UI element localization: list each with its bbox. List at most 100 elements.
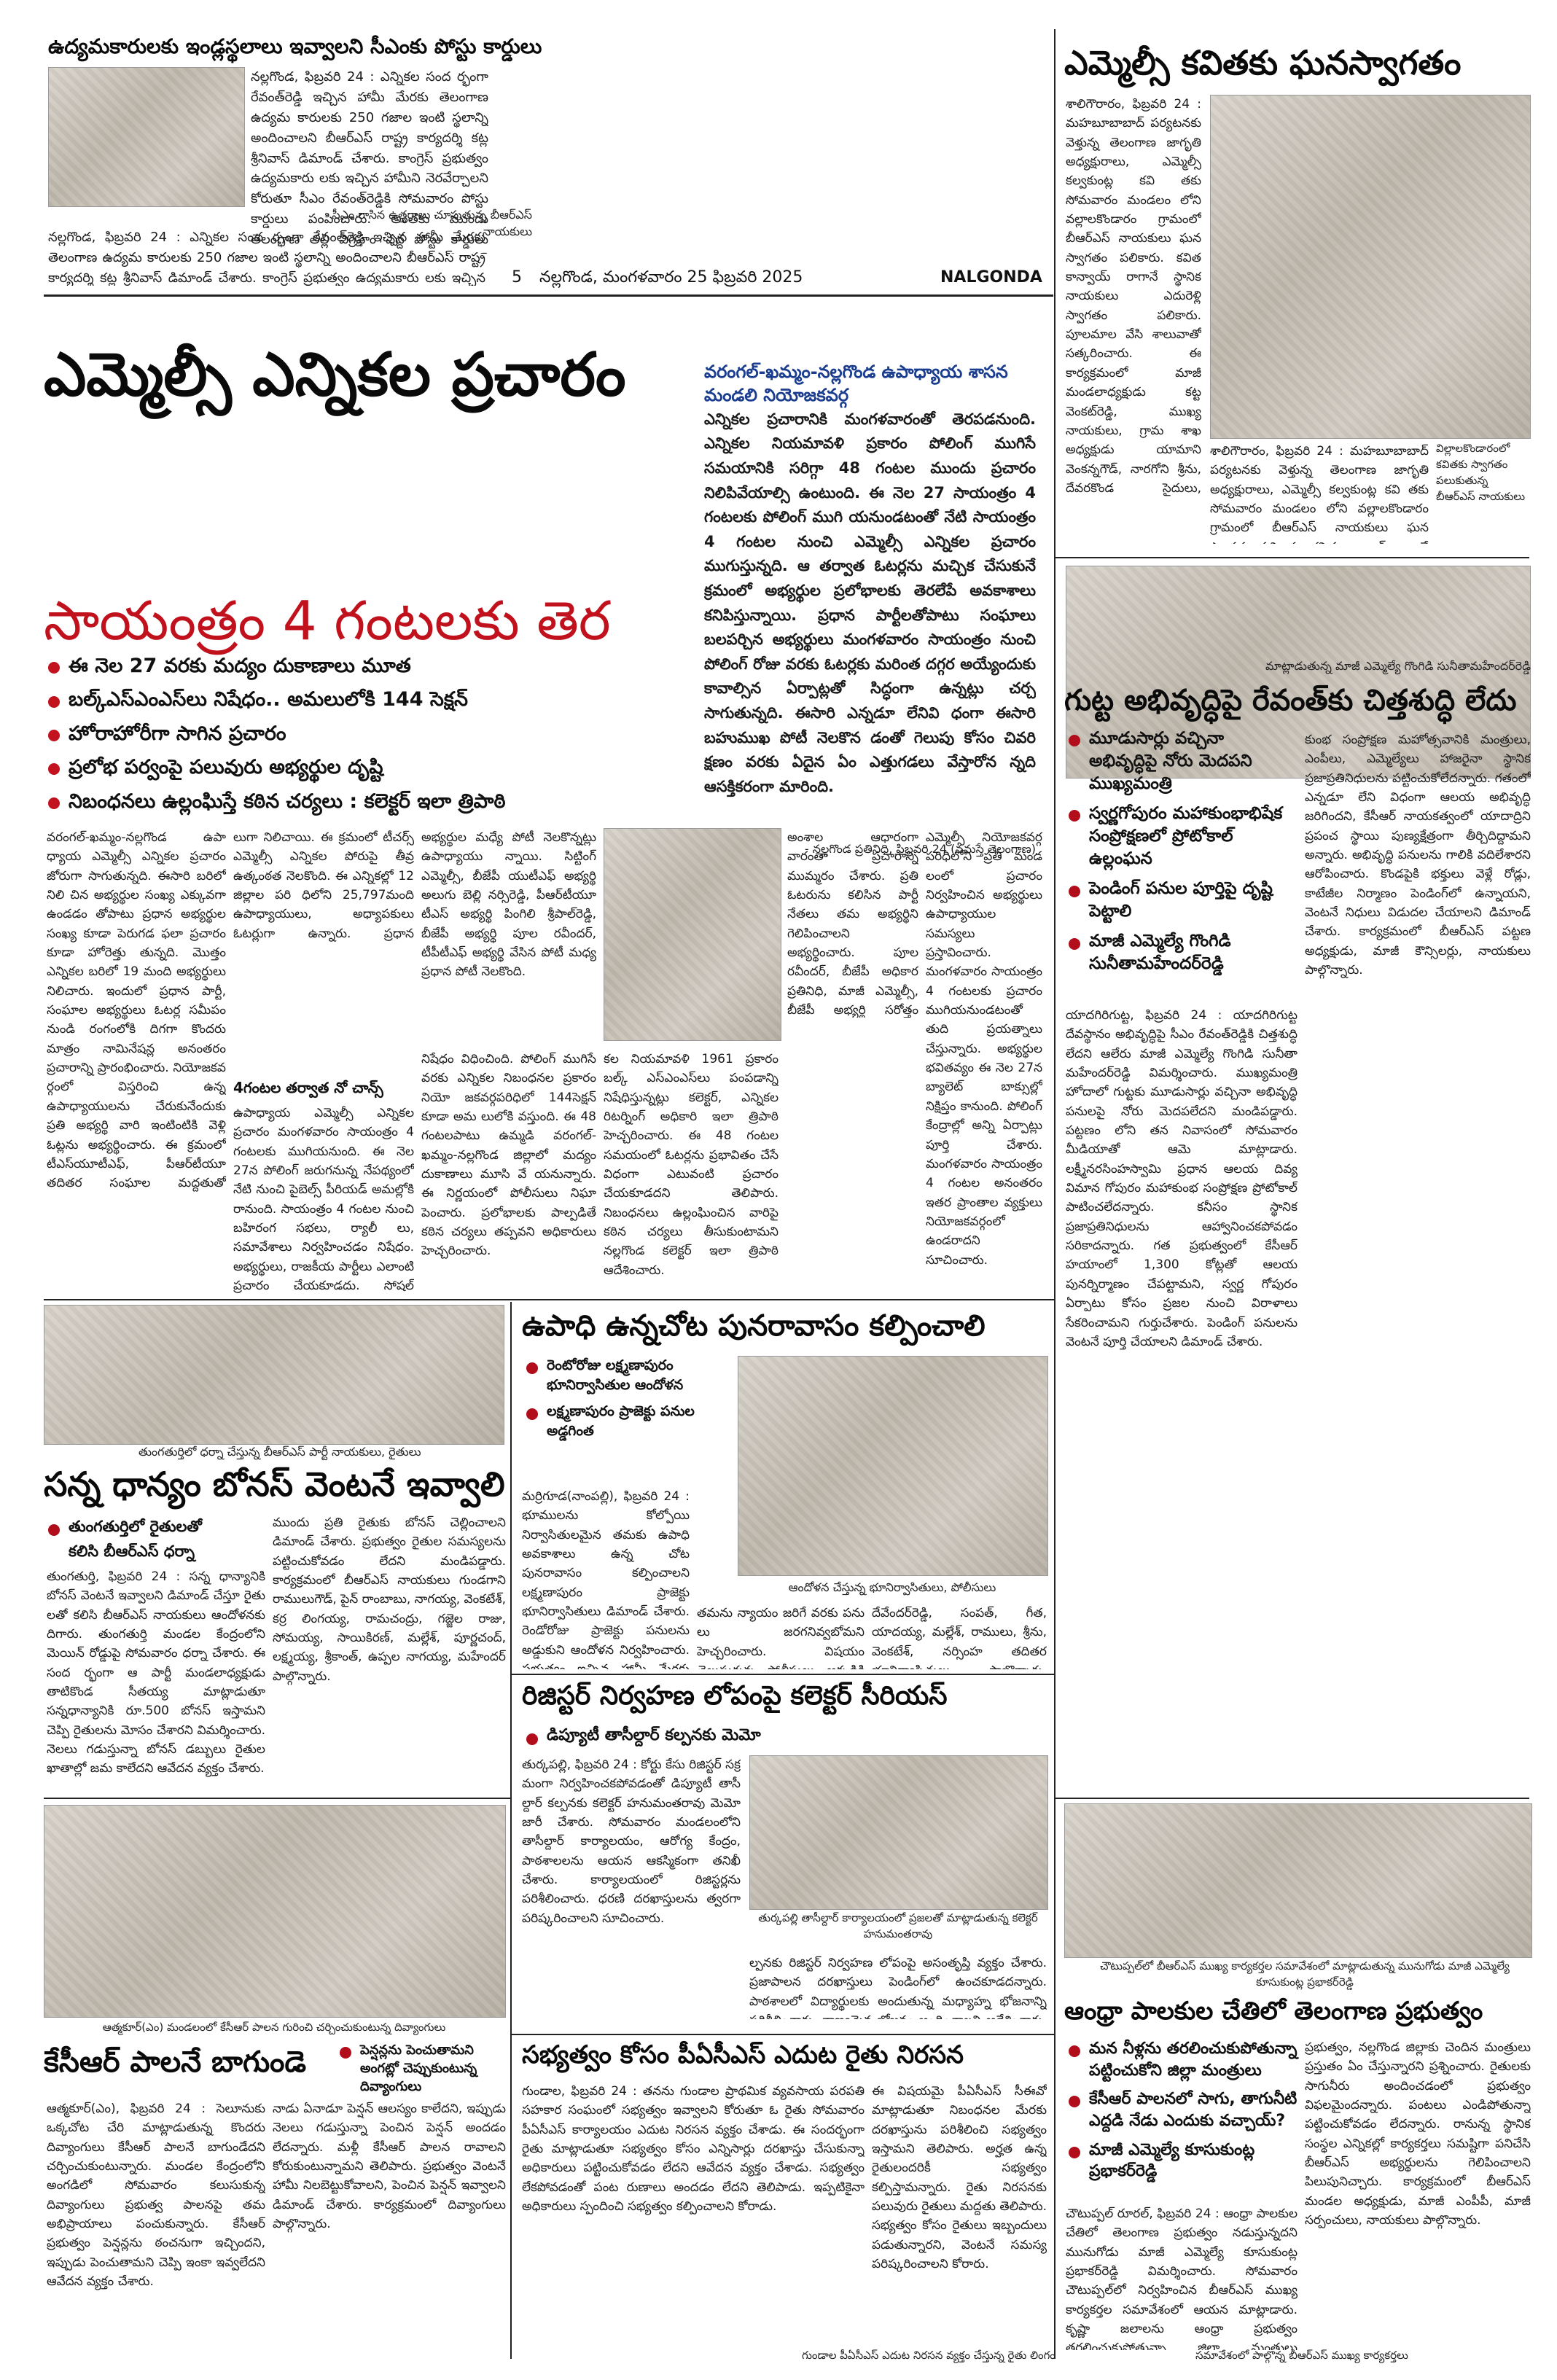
main-subhead: 4గంటల తర్వాత నో చాన్స్‌ [233, 1079, 383, 1096]
main-kicker: ఎమ్మెల్సీ ఎన్నికల ప్రచారం [44, 340, 626, 410]
folio-page-number: 5 [512, 268, 522, 286]
a7-caption: తుర్కపల్లి తాసీల్దార్‌ కార్యాలయంలో ప్రజల… [758, 1911, 1038, 1940]
folio-dateline: నల్లగొండ, మంగళవారం 25 ఫిబ్రవరి 2025 [539, 268, 803, 286]
a8-bullet-2: మాజీ ఎమ్మెల్యే కూసుకుంట్ల ప్రభాకర్‌రెడ్డ… [1064, 2139, 1298, 2182]
a8-col2: ప్రభుత్వం, నల్లగొండ జిల్లాకు చెందిన మంత్… [1305, 2040, 1531, 2228]
a4-bullet-3: మాజీ ఎమ్మెల్యే గొంగిడి సునీతామహేందర్‌రెడ… [1064, 930, 1298, 975]
main-headline: సాయంత్రం 4 గంటలకు తెర [44, 590, 611, 652]
a8-col1: చౌటుప్పల్‌ రూరల్‌, ఫిబ్రవరి 24 : ఆంధ్రా … [1066, 2207, 1298, 2350]
a10-col2: ఈ విషయమై పీఏసీఎస్‌ సీఈవో మాట్లాడుతూ నిబం… [872, 2084, 1047, 2272]
a7-photo [749, 1755, 1048, 1910]
main-bullet-3: ప్రలోభ పర్వంపై పలువురు అభ్యర్థుల దృష్టి [44, 754, 714, 781]
a7-col1: తుర్కపల్లి, ఫిబ్రవరి 24 : కోర్టు కేసు రి… [522, 1757, 741, 1926]
a6-caption: తుంగతుర్తిలో ధర్నా చేస్తున్న బీఆర్‌ఎస్‌ … [138, 1445, 421, 1459]
a10-col1: గుండాల, ఫిబ్రవరి 24 : తనను గుండాల ప్రాథమ… [522, 2084, 865, 2215]
a4-caption: మాట్లాడుతున్న మాజీ ఎమ్మెల్యే గొంగిడి సున… [1265, 659, 1531, 673]
a6-bullet-2: కలిసి బీఆర్‌ఎస్‌ ధర్నా [69, 1542, 195, 1560]
a1-body-bottom: నల్లగొండ, ఫిబ్రవరి 24 : ఎన్నికల సంద ర్భం… [48, 230, 485, 286]
a9-col1: ఆత్మకూర్‌(ఎం), ఫిబ్రవరి 24 : సెలూనుకు ఒక… [47, 2102, 265, 2290]
divider-mid [44, 1299, 1054, 1300]
main-bullet-2: హోరాహోరీగా సాగిన ప్రచారం [44, 721, 714, 747]
a6-photo [44, 1305, 504, 1445]
a6-headline: సన్న ధాన్యం బోనస్‌ వెంటనే ఇవ్వాలి [44, 1464, 505, 1504]
main-photo [604, 828, 781, 1041]
a3-caption: విల్లాలకొండారంలో కవితకు స్వాగతం పలుకుతున… [1436, 442, 1526, 503]
divider-right-bottom [1055, 1798, 1529, 1799]
a10-caption-1: గుండాల పీఏసీఎస్‌ ఎదుట నిరసన వ్యక్తం చేస్… [802, 2349, 1055, 2362]
a8-photo [1064, 1803, 1532, 1958]
main-bullet-1: బల్క్‌ఎస్‌ఎంఎస్‌లు నిషేధం.. అమలులోకి 144… [44, 687, 714, 713]
a10-caption-2: సమావేశంలో పాల్గొన్న బీఆర్‌ఎస్‌ ముఖ్య కార… [1195, 2349, 1408, 2362]
folio-section: NALGONDA [940, 268, 1042, 286]
a8-headline: ఆంధ్రా పాలకుల చేతిలో తెలంగాణ ప్రభుత్వం [1064, 1997, 1483, 2026]
a5-bullet-0: రెంటోరోజు లక్ష్మణాపురం భూనిర్వాసితుల ఆంద… [522, 1356, 733, 1394]
a7-col2: ల్పనకు రిజిస్టర్‌ నిర్వహణ లోపంపై అసంతృప్… [749, 1956, 1047, 2019]
a4-bullet-1: స్వర్ణగోపురం మహాకుంభాభిషేక సంప్రోక్షణలో … [1064, 803, 1298, 870]
main-col3: అభ్యర్థుల మధ్యే పోటీ నెలకొన్నట్లు ఉపాధ్య… [421, 830, 596, 980]
main-byline: - నల్లగొండ ప్రతినిధి, ఫిబ్రవరి 24 (నమస్త… [804, 841, 1036, 856]
a5-headline: ఉపాధి ఉన్నచోట పునరావాసం కల్పించాలి [522, 1309, 986, 1343]
a9-col2: నాడు ఏనాడూ పెన్షన్‌ ఆలస్యం కాలేదని, ఇప్ప… [273, 2102, 506, 2232]
a4-col1: యాదగిరిగుట్ట, ఫిబ్రవరి 24 : యాదగిరిగుట్ట… [1066, 1008, 1298, 1349]
a8-caption: చౌటుప్పల్‌లో బీఆర్‌ఎస్‌ ముఖ్య కార్యకర్తల… [1100, 1959, 1510, 1989]
main-bullet-4: నిబంధనలు ఉల్లంఘిస్తే కఠిన చర్యలు : కలెక్… [44, 789, 714, 815]
main-intro-block: వరంగల్‌-ఖమ్మం-నల్లగొండ ఉపాధ్యాయ శాసన మండ… [704, 360, 1036, 859]
a8-bullet-1: కేసీఆర్‌ పాలనలో సాగు, తాగునీటి ఎద్దడి నే… [1064, 2088, 1298, 2131]
a5-col3: దేవేందర్‌రెడ్డి, సంపత్‌, గీత, యాదయ్య, మల… [872, 1606, 1047, 1669]
main-col6: కల నియమావళి 1961 ప్రకారం బల్క్‌ ఎస్‌ఎంఎస… [604, 1052, 778, 1278]
divider-right-top [1055, 557, 1529, 558]
a6-col2: ముందు ప్రతి రైతుకు బోనస్‌ చెల్లించాలని డ… [273, 1515, 506, 1684]
a1-caption: సీఎం రాసిన ఉత్తరాలు చూపుతున్న బీఆర్‌ఎస్‌… [332, 208, 532, 238]
a4-bullet-0: మూడుసార్లు వచ్చినా అభివృద్ధిపై నోరు మెదప… [1064, 727, 1298, 795]
a7-headline: రిజిస్టర్‌ నిర్వహణ లోపంపై కలెక్టర్‌ సీరి… [522, 1681, 948, 1711]
a3-headline: ఎమ్మెల్సీ కవితకు ఘనస్వాగతం [1064, 43, 1462, 82]
folio-rule [44, 294, 1053, 297]
main-col4: ఉపాధ్యాయ ఎమ్మెల్సీ ఎన్నికల ప్రచారం మంగళవ… [233, 1106, 414, 1293]
a4-photo [1066, 566, 1531, 779]
a5-bullet-1: లక్ష్మణాపురం ప్రాజెక్టు పనుల అడ్డగింత [522, 1402, 733, 1440]
a9-bullet: పెన్షన్లను పెంచుతామని అంగట్లో చెప్పుకుంట… [335, 2041, 510, 2096]
a10-headline: సభ్యత్వం కోసం పీఏసీఎస్‌ ఎదుట రైతు నిరసన [522, 2040, 964, 2069]
main-col2: లుగా నిలిచాయి. ఈ క్రమంలో టీచర్స్‌ ఎమ్మెల… [233, 830, 414, 941]
a4-headline: గుట్ట అభివృద్ధిపై రేవంత్‌కు చిత్తశుద్ధి … [1064, 684, 1517, 717]
main-col1: వరంగల్‌-ఖమ్మం-నల్లగొండ ఉపా ధ్యాయ ఎమ్మెల్… [47, 830, 226, 1191]
a3-body-col2: శాలిగౌరారం, ఫిబ్రవరి 24 : మహబూబాబాద్‌ పర… [1210, 444, 1429, 544]
main-col7: అంశాల ఆధారంగా వారంతా ప్రచారాన్ని ముమ్మరం… [787, 830, 918, 1018]
a5-photo [738, 1356, 1048, 1576]
a1-photo [48, 67, 245, 207]
section-divider-right [1054, 29, 1055, 2359]
a1-headline: ఉద్యమకారులకు ఇండ్లస్థలాలు ఇవ్వాలని సీఎంక… [48, 34, 542, 58]
a6-bullets: తుంగతుర్తిలో రైతులతో [44, 1518, 219, 1547]
a5-bullets: రెంటోరోజు లక్ష్మణాపురం భూనిర్వాసితుల ఆంద… [522, 1356, 733, 1448]
main-intro-lead: వరంగల్‌-ఖమ్మం-నల్లగొండ ఉపాధ్యాయ శాసన మండ… [704, 362, 1008, 406]
a5-col1: మర్రిగూడ(నాంపల్లి), ఫిబ్రవరి 24 : భూములన… [522, 1489, 690, 1669]
a9-bullets: పెన్షన్లను పెంచుతామని అంగట్లో చెప్పుకుంట… [335, 2041, 510, 2104]
a8-bullet-0: మన నీళ్లను తరలించుకుపోతున్నా పట్టించుకోన… [1064, 2038, 1298, 2081]
main-col5: నిషేధం విధించింది. పోలింగ్‌ ముగిసే వరకు … [421, 1052, 596, 1259]
main-intro: ఎన్నికల ప్రచారానికి మంగళవారంతో తెరపడనుంద… [704, 410, 1036, 795]
divider-left-bottom [44, 1798, 510, 1799]
main-col8: ఎమ్మెల్సీ నియోజకవర్గ పరిధిలోని ప్రతి మండ… [926, 830, 1042, 1268]
a4-bullets: మూడుసార్లు వచ్చినా అభివృద్ధిపై నోరు మెదప… [1064, 727, 1298, 983]
a4-bullet-2: పెండింగ్‌ పనుల పూర్తిపై దృష్టి పెట్టాలి [1064, 878, 1298, 923]
a6-bullet-1: తుంగతుర్తిలో రైతులతో [44, 1518, 219, 1540]
a6-col1: తుంగతుర్తి, ఫిబ్రవరి 24 : సన్న ధాన్యానిక… [47, 1569, 265, 1776]
divider-center-1 [512, 1674, 1054, 1675]
a5-caption: ఆందోళన చేస్తున్న భూనిర్వాసితులు, పోలీసుల… [788, 1580, 996, 1594]
a9-caption: ఆత్మకూర్‌(ఎం) మండలంలో కేసీఆర్‌ పాలన గురి… [102, 2021, 446, 2034]
a3-body-col1: శాలిగౌరారం, ఫిబ్రవరి 24 : మహబూబాబాద్‌ పర… [1066, 97, 1201, 496]
main-bullet-0: ఈ నెల 27 వరకు మద్యం దుకాణాలు మూత [44, 653, 714, 679]
a1-body-top: నల్లగొండ, ఫిబ్రవరి 24 : ఎన్నికల సంద ర్భం… [251, 69, 488, 254]
a9-headline: కేసీఆర్‌ పాలనే బాగుండె [44, 2045, 307, 2079]
a3-photo [1210, 95, 1531, 439]
main-bullets: ఈ నెల 27 వరకు మద్యం దుకాణాలు మూత బల్క్‌ఎ… [44, 653, 714, 822]
divider-center-2 [512, 2034, 1054, 2035]
a9-photo [44, 1805, 506, 2018]
a5-col2: తమను న్యాయం జరిగే వరకు పను లు జరగనివ్వబో… [697, 1606, 865, 1669]
a4-col2: కుంభ సంప్రోక్షణ మహోత్సవానికి మంత్రులు, ఎ… [1305, 733, 1531, 978]
a7-bullet: డిప్యూటీ తాసీల్దార్‌ కల్పనకు మెమో [522, 1726, 974, 1748]
section-divider-left [510, 1302, 512, 2359]
a8-bullets: మన నీళ్లను తరలించుకుపోతున్నా పట్టించుకోన… [1064, 2038, 1298, 2190]
a7-bullets: డిప్యూటీ తాసీల్దార్‌ కల్పనకు మెమో [522, 1726, 974, 1755]
